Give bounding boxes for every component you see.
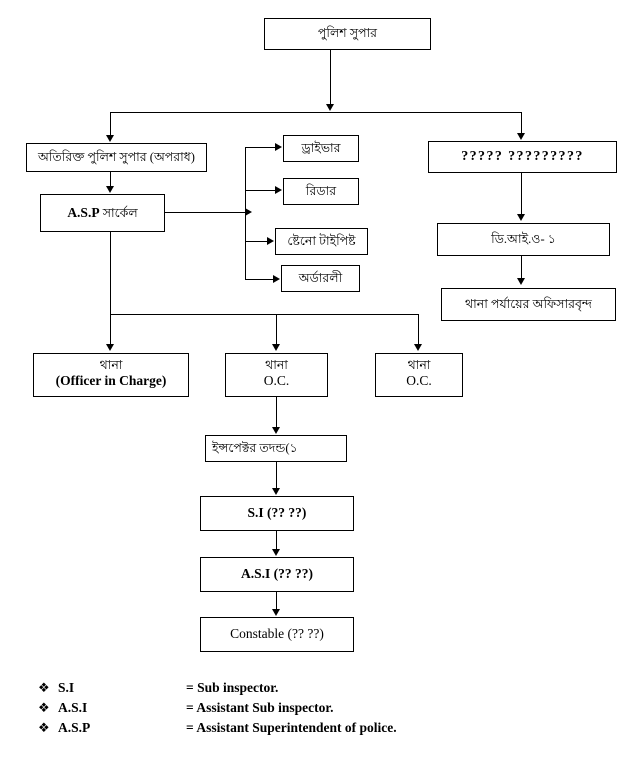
legend: ❖ S.I = Sub inspector. ❖ A.S.I = Assista…: [38, 680, 498, 740]
edge-bus-to-unreadable: [521, 112, 523, 134]
edge-bus-to-thana-right: [418, 314, 420, 345]
node-thana-oc-right-label: O.C.: [406, 373, 432, 389]
diamond-bullet-icon: ❖: [38, 720, 50, 735]
edge-bus-to-thana-left-arrow: [106, 344, 114, 351]
edge-unreadable-to-dio: [521, 173, 523, 215]
edge-bus-to-thana-middle: [276, 314, 278, 345]
edge-bus-to-unreadable-arrow: [517, 133, 525, 140]
edge-spine-to-orderly-arrow: [273, 275, 280, 283]
edge-asp-to-spine: [165, 212, 246, 214]
node-orderly-label: অর্ডারলী: [298, 270, 343, 285]
node-reader-label: রিডার: [305, 183, 337, 198]
node-unreadable-right[interactable]: ????? ?????????: [428, 141, 617, 173]
edge-bus-to-thana-middle-arrow: [272, 344, 280, 351]
edge-spine-to-steno-arrow: [267, 237, 274, 245]
edge-si-to-asi: [276, 531, 278, 550]
legend-abbr: A.S.P: [58, 720, 91, 735]
diamond-bullet-icon: ❖: [38, 700, 50, 715]
edge-inspector-to-si: [276, 462, 278, 489]
node-thana-level-officers-label: থানা পর্যায়ের অফিসারবৃন্দ: [465, 296, 592, 311]
node-thana-officer-in-charge[interactable]: থানা (Officer in Charge): [33, 353, 189, 397]
legend-definition: = Assistant Superintendent of police.: [186, 720, 397, 735]
edge-spine-to-steno: [245, 241, 267, 243]
edge-thana-bus: [110, 314, 419, 316]
node-thana-officer-in-charge-title: থানা: [99, 358, 123, 372]
node-constable-label: Constable (?? ??): [230, 626, 324, 642]
node-thana-oc-right-title: থানা: [407, 358, 431, 372]
edge-spine-to-driver: [245, 147, 275, 149]
node-dio-1[interactable]: ডি.আই.ও- ১: [437, 223, 610, 256]
node-asp-circle-label: A.S.P সার্কেল: [67, 204, 138, 220]
node-asi[interactable]: A.S.I (?? ??): [200, 557, 354, 592]
node-driver[interactable]: ড্রাইভার: [283, 135, 359, 162]
edge-bus-to-addl-sp-arrow: [106, 135, 114, 142]
node-police-super-label: পুলিশ সুপার: [317, 26, 378, 41]
edge-spine-to-orderly: [245, 279, 273, 281]
edge-addl-sp-to-asp: [110, 172, 112, 187]
legend-abbr: S.I: [58, 680, 75, 695]
edge-sp-trunk: [330, 50, 332, 105]
node-additional-sp-crime[interactable]: অতিরিক্ত পুলিশ সুপার (অপরাধ): [26, 143, 207, 172]
edge-asp-to-spine-arrow: [245, 208, 252, 216]
edge-staff-spine: [245, 147, 247, 279]
edge-addl-sp-to-asp-arrow: [106, 186, 114, 193]
node-inspector-investigation[interactable]: ইন্সপেক্টর তদন্ড(১: [205, 435, 347, 462]
edge-spine-to-reader-arrow: [275, 186, 282, 194]
edge-sp-trunk-arrow: [326, 104, 334, 111]
edge-asi-to-constable: [276, 592, 278, 610]
legend-definition: = Sub inspector.: [186, 680, 279, 695]
edge-thana-to-inspector-arrow: [272, 427, 280, 434]
edge-bus-to-thana-right-arrow: [414, 344, 422, 351]
node-dio-1-label: ডি.আই.ও- ১: [491, 231, 556, 246]
edge-top-bus: [110, 112, 521, 114]
node-driver-label: ড্রাইভার: [301, 140, 341, 155]
node-additional-sp-crime-label: অতিরিক্ত পুলিশ সুপার (অপরাধ): [38, 149, 195, 164]
legend-row: ❖ S.I = Sub inspector.: [38, 680, 498, 700]
edge-asi-to-constable-arrow: [272, 609, 280, 616]
node-thana-oc-middle[interactable]: থানা O.C.: [225, 353, 328, 397]
edge-spine-to-reader: [245, 190, 275, 192]
node-constable[interactable]: Constable (?? ??): [200, 617, 354, 652]
node-police-super[interactable]: পুলিশ সুপার: [264, 18, 431, 50]
legend-definition: = Assistant Sub inspector.: [186, 700, 334, 715]
edge-asp-down-trunk: [110, 232, 112, 314]
edge-dio-to-thana-officers-arrow: [517, 278, 525, 285]
node-thana-oc-middle-label: O.C.: [263, 373, 290, 389]
legend-row: ❖ A.S.P = Assistant Superintendent of po…: [38, 720, 498, 740]
node-si-label: S.I (?? ??): [247, 505, 307, 521]
edge-unreadable-to-dio-arrow: [517, 214, 525, 221]
node-thana-oc-right[interactable]: থানা O.C.: [375, 353, 463, 397]
node-orderly[interactable]: অর্ডারলী: [281, 265, 360, 292]
node-si[interactable]: S.I (?? ??): [200, 496, 354, 531]
edge-si-to-asi-arrow: [272, 549, 280, 556]
node-thana-level-officers[interactable]: থানা পর্যায়ের অফিসারবৃন্দ: [441, 288, 616, 321]
diamond-bullet-icon: ❖: [38, 680, 50, 695]
node-thana-oc-middle-title: থানা: [265, 358, 288, 372]
node-asp-circle[interactable]: A.S.P সার্কেল: [40, 194, 165, 232]
node-thana-officer-in-charge-label: (Officer in Charge): [55, 373, 167, 389]
edge-thana-to-inspector: [276, 397, 278, 428]
edge-bus-to-thana-left: [110, 314, 112, 345]
node-inspector-investigation-label: ইন্সপেক্টর তদন্ড(১: [212, 440, 298, 455]
edge-inspector-to-si-arrow: [272, 488, 280, 495]
edge-dio-to-thana-officers: [521, 256, 523, 279]
edge-bus-to-addl-sp: [110, 112, 112, 136]
node-steno-typist[interactable]: ষ্টেনো টাইপিষ্ট: [275, 228, 368, 255]
node-reader[interactable]: রিডার: [283, 178, 359, 205]
edge-spine-to-driver-arrow: [275, 143, 282, 151]
node-unreadable-right-label: ????? ?????????: [461, 149, 584, 165]
node-steno-typist-label: ষ্টেনো টাইপিষ্ট: [287, 233, 356, 248]
legend-row: ❖ A.S.I = Assistant Sub inspector.: [38, 700, 498, 720]
node-asi-label: A.S.I (?? ??): [240, 566, 313, 582]
legend-abbr: A.S.I: [58, 700, 88, 715]
